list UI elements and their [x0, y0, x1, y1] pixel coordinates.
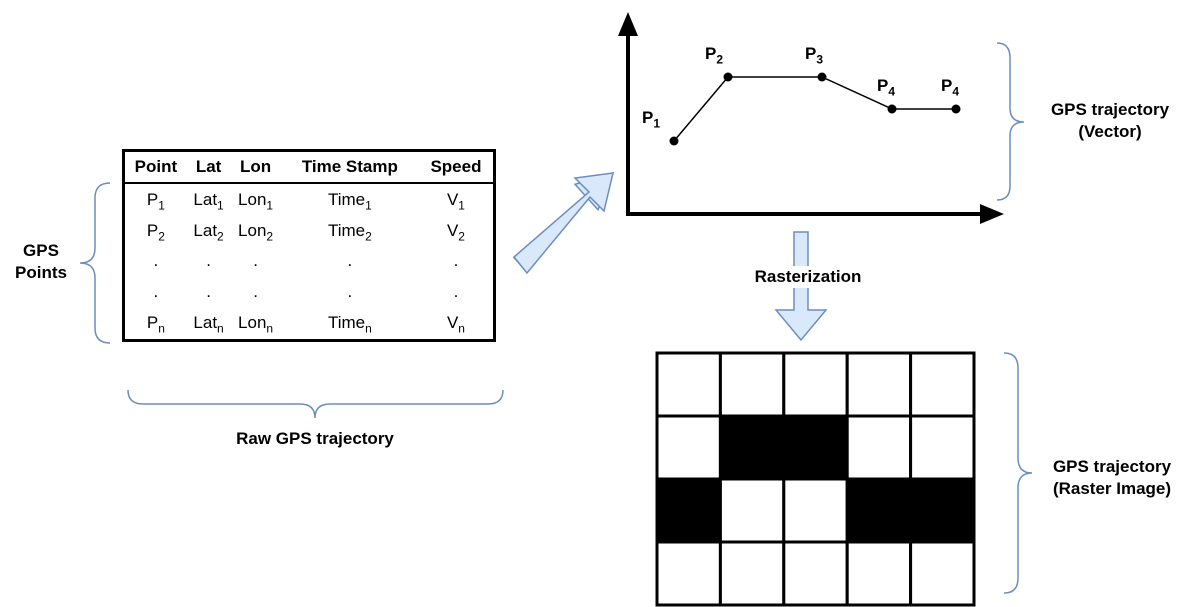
table-cell: Lon2: [238, 220, 274, 243]
table-cell: Latn: [193, 313, 224, 336]
table-row: .....: [124, 246, 495, 277]
trajectory-point: [669, 136, 679, 146]
table-cell: .: [253, 251, 258, 271]
raster-cell-filled: [718, 414, 786, 481]
table-cell: P2: [146, 220, 165, 243]
table-row: .....: [124, 277, 495, 308]
table-row: Pn Latn Lonn Timen Vn: [124, 308, 495, 341]
table-header-lon: Lon: [230, 150, 281, 184]
table-cell: Vn: [446, 313, 465, 336]
gps-points-label: GPS Points: [8, 240, 74, 284]
raw-gps-trajectory-label: Raw GPS trajectory: [236, 429, 394, 448]
vector-brace: [996, 42, 1025, 201]
table-header-lat: Lat: [186, 150, 231, 184]
raster-cell-filled: [782, 414, 849, 481]
trajectory-point-label: P4: [877, 76, 896, 99]
trajectory-line: [673, 76, 956, 142]
table-header-time-stamp: Time Stamp: [280, 150, 419, 184]
raster-image-label: GPS trajectory (Raster Image): [1030, 456, 1194, 500]
vector-label: GPS trajectory (Vector): [1030, 99, 1190, 143]
raster-cell-empty: [909, 540, 976, 607]
raw-trajectory-brace: [127, 389, 504, 419]
raster-cell-empty: [909, 351, 976, 418]
gps-points-label-line2: Points: [15, 263, 67, 282]
raster-cell-empty: [782, 477, 849, 544]
table-row: P2 Lat2 Lon2 Time2 V2: [124, 215, 495, 246]
trajectory-point: [887, 104, 897, 114]
rasterization-label: Rasterization: [738, 266, 878, 288]
table-cell: .: [153, 282, 159, 302]
raster-cell-empty: [782, 540, 849, 607]
gps-points-brace: [79, 182, 111, 344]
trajectory-point-label: P2: [705, 44, 724, 67]
trajectory-point: [817, 72, 827, 82]
raster-brace: [1003, 352, 1033, 594]
table-cell: Pn: [146, 313, 165, 336]
table-cell: V1: [446, 189, 465, 212]
gps-points-label-line1: GPS: [23, 241, 59, 260]
raster-cell-filled: [845, 477, 913, 544]
raster-cell-empty: [845, 540, 913, 607]
table-row: P1 Lat1 Lon1 Time1 V1: [124, 183, 495, 215]
x-axis-arrowhead: [980, 204, 1004, 224]
raster-cell-empty: [909, 414, 976, 481]
table-cell: Lat1: [193, 189, 224, 212]
raster-cell-empty: [845, 414, 913, 481]
table-header-speed: Speed: [418, 150, 495, 184]
table-cell: .: [153, 251, 159, 271]
trajectory-point: [951, 104, 961, 114]
raster-cell-empty: [718, 351, 786, 418]
y-axis-arrowhead: [618, 12, 638, 36]
raster-cell-empty: [782, 351, 849, 418]
table-cell: Time2: [327, 220, 372, 243]
table-cell: Time1: [327, 189, 372, 212]
trajectory-point-label: P3: [805, 44, 824, 67]
table-cell: .: [347, 251, 353, 271]
table-cell: V2: [446, 220, 465, 243]
table-cell: Lon1: [238, 189, 274, 212]
raster-cell-filled: [909, 477, 976, 544]
trajectory-point-label: P1: [642, 108, 661, 131]
raster-cell-empty: [655, 540, 722, 607]
table-cell: P1: [146, 189, 165, 212]
vector-label-line1: GPS trajectory: [1050, 100, 1170, 119]
raster-grid: [655, 351, 976, 607]
raster-cell-empty: [718, 477, 786, 544]
raster-cell-empty: [718, 540, 786, 607]
raster-cell-empty: [845, 351, 913, 418]
trajectory-point-label: P4: [941, 76, 960, 99]
table-cell: Lat2: [193, 220, 224, 243]
raster-label-line1: GPS trajectory: [1052, 457, 1172, 476]
table-header-point: Point: [123, 150, 187, 184]
raster-cell-empty: [655, 351, 722, 418]
vector-label-line2: (Vector): [1078, 122, 1142, 141]
table-cell: .: [206, 251, 211, 271]
table-cell: Timen: [327, 313, 372, 336]
raster-cell-empty: [655, 414, 722, 481]
raster-cell-filled: [655, 477, 722, 544]
table-cell: .: [453, 251, 459, 271]
table-cell: .: [347, 282, 353, 302]
trajectory-point: [723, 72, 733, 82]
table-to-vector-arrow-fix: [512, 172, 614, 275]
raster-label-line2: (Raster Image): [1052, 479, 1172, 498]
table-cell: .: [206, 282, 211, 302]
table-cell: .: [453, 282, 459, 302]
table-cell: .: [253, 282, 258, 302]
table-cell: Lonn: [238, 313, 274, 336]
